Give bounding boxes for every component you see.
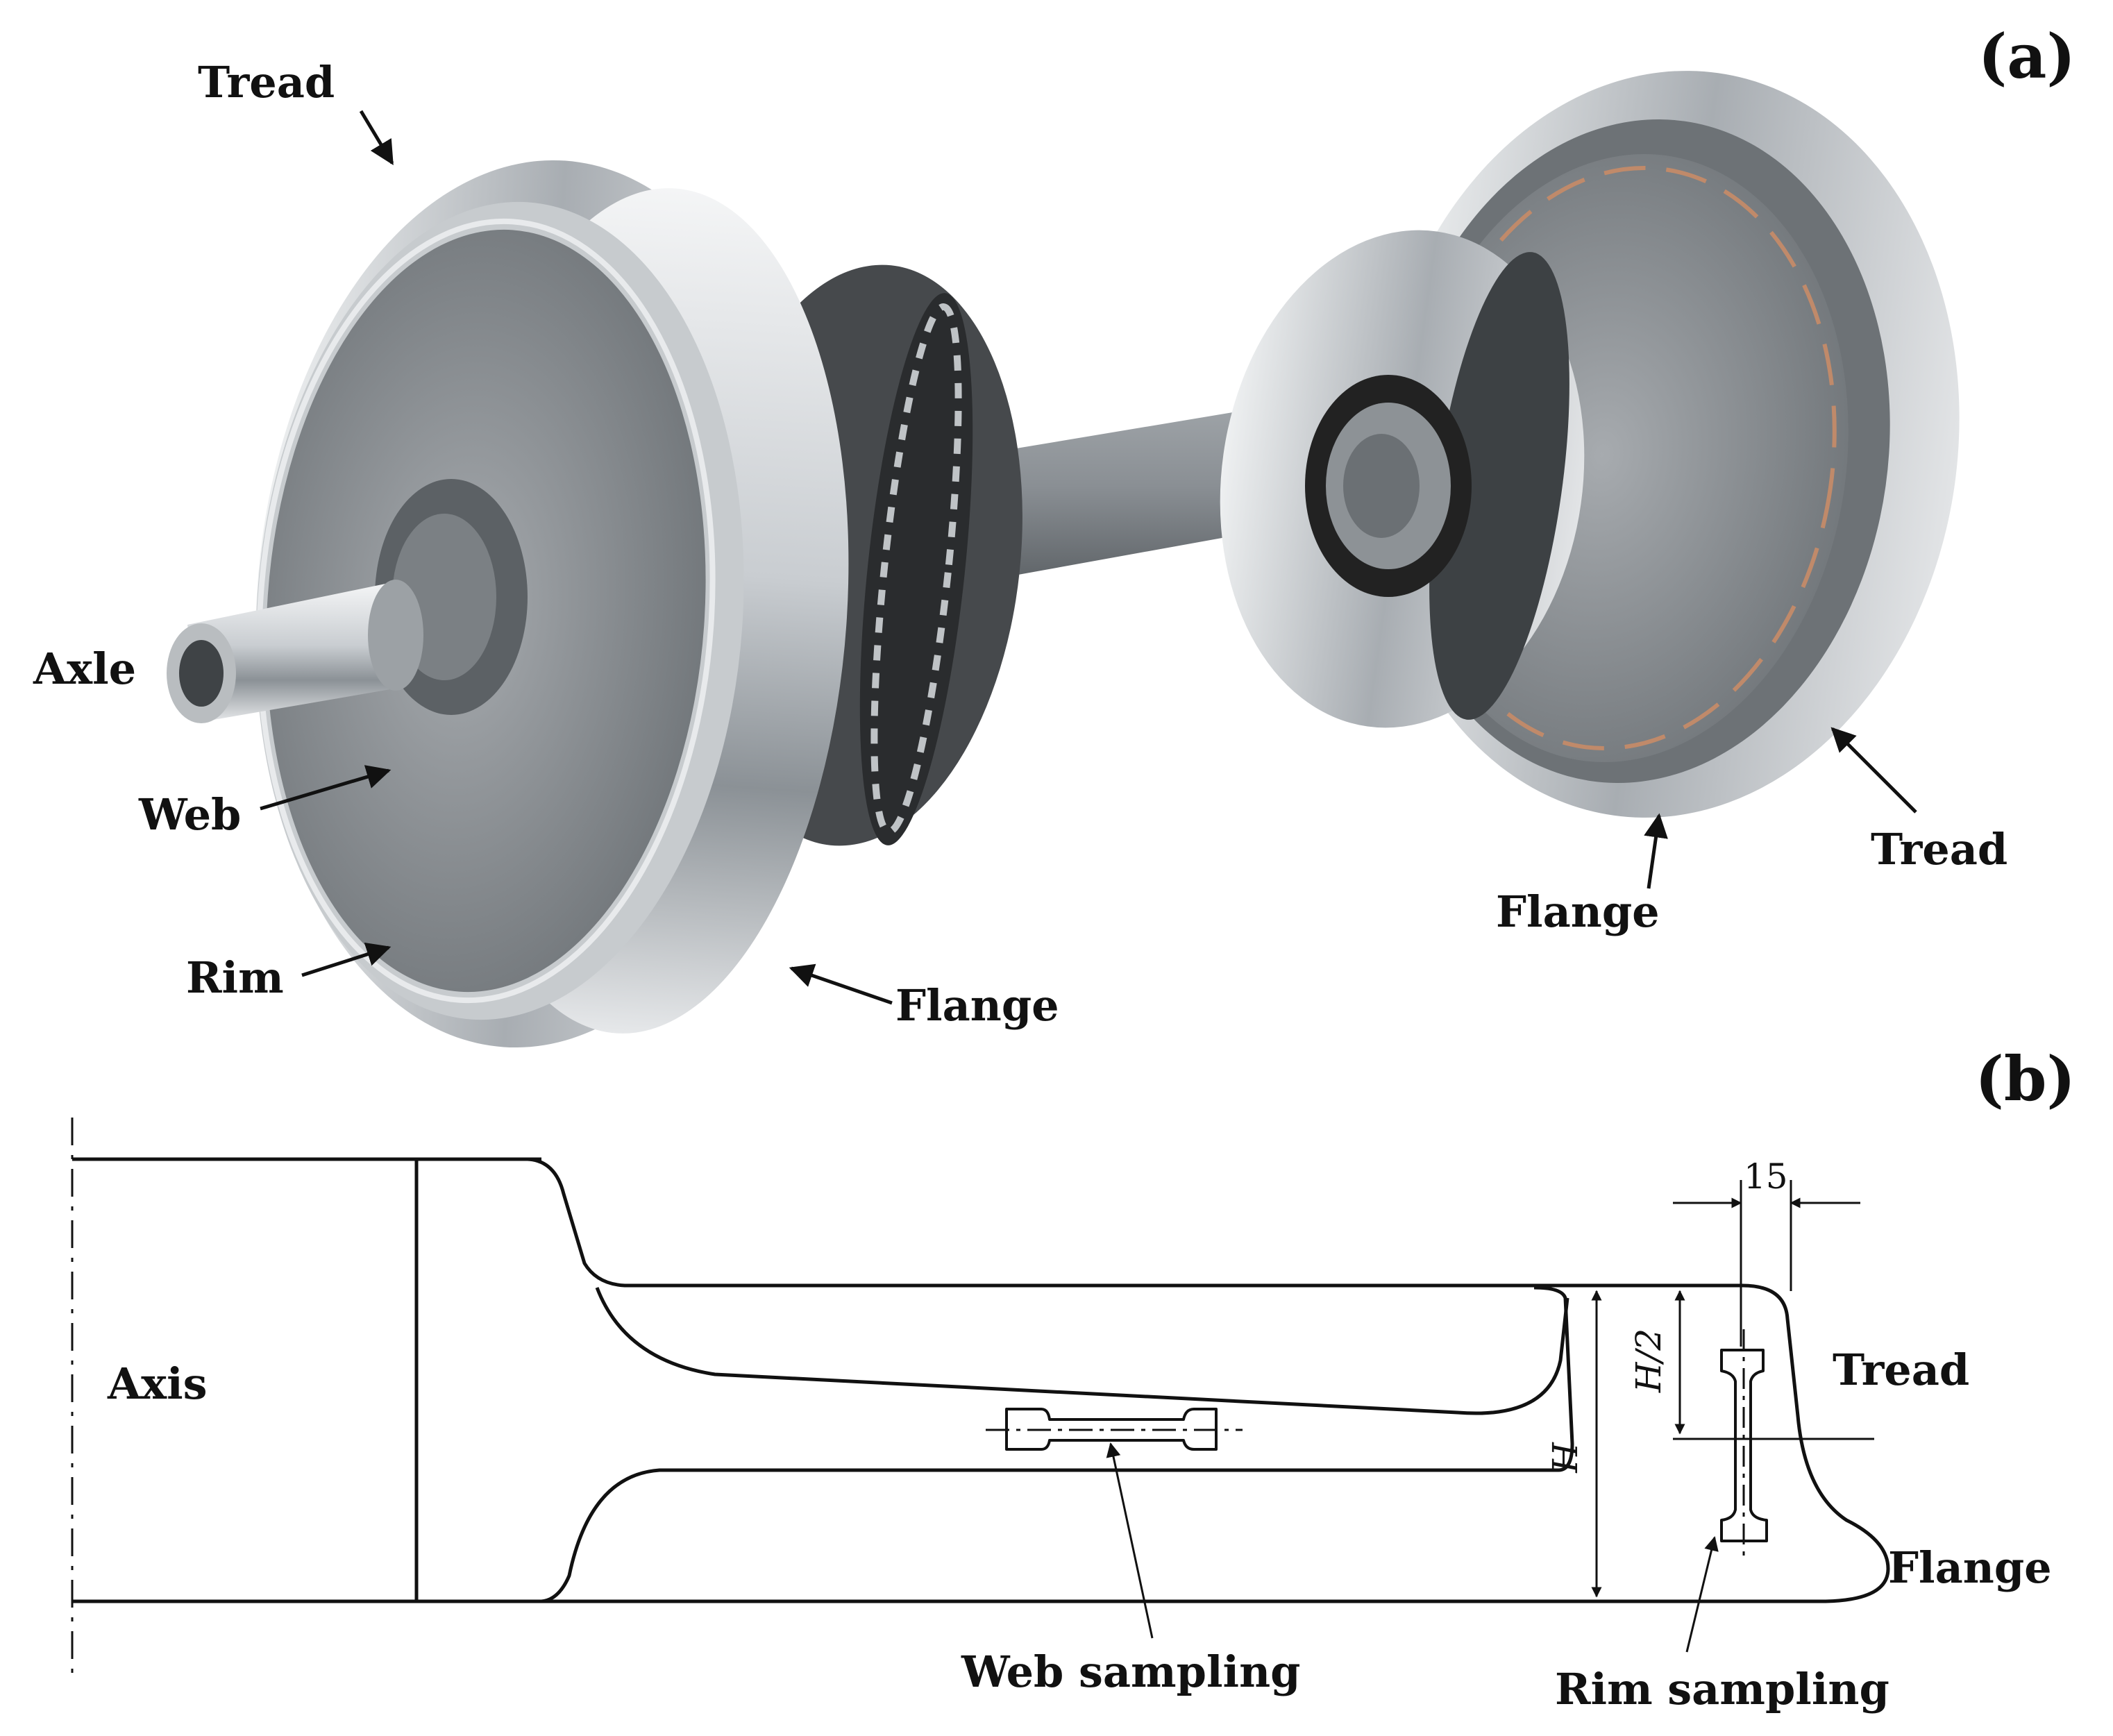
label-rim: Rim [186,952,284,1003]
arrow-tread-left [359,110,394,166]
leader-rim-sampling [1685,1535,1719,1653]
dim-label-h: H [1545,1442,1585,1474]
panel-a-callouts: Tread Axle Web Rim Flange Flange Tread [33,57,2007,1031]
label-flange: Flange [1888,1542,2052,1593]
label-tread-right: Tread [1871,824,2007,875]
arrow-flange-left [789,963,893,1005]
label-web: Web [138,789,241,840]
label-tread: Tread [1833,1345,1969,1395]
label-tread-left: Tread [198,57,335,108]
panel-b-labels: Axis Tread Flange Web sampling Rim sampl… [107,1156,2052,1714]
rim-sample [1720,1329,1768,1562]
panel-a-label: (a) [1978,20,2076,92]
leader-web-sampling [1106,1442,1154,1639]
panel-a-photo [167,71,1960,1048]
right-wheel [1220,71,1960,818]
arrow-web [260,765,392,811]
dim-label-15: 15 [1744,1156,1788,1197]
label-flange-right: Flange [1496,886,1660,937]
web-sample [986,1408,1243,1451]
panel-b-label: (b) [1975,1043,2076,1115]
label-axis: Axis [107,1358,208,1409]
label-axle: Axle [33,643,136,694]
label-rim-sampling: Rim sampling [1555,1664,1889,1714]
label-web-sampling: Web sampling [961,1646,1301,1697]
wheel-profile [527,1157,1890,1603]
arrow-flange-right [1644,813,1668,889]
arrow-rim [301,942,392,977]
panel-b-drawing [71,1118,1890,1673]
left-wheel [255,160,849,1048]
arrow-tread-right [1830,727,1917,814]
axle-end [167,580,423,723]
web-upper-curve [595,1287,1569,1415]
dim-label-h-half: H/2 [1628,1329,1669,1393]
label-flange-left: Flange [895,980,1059,1031]
